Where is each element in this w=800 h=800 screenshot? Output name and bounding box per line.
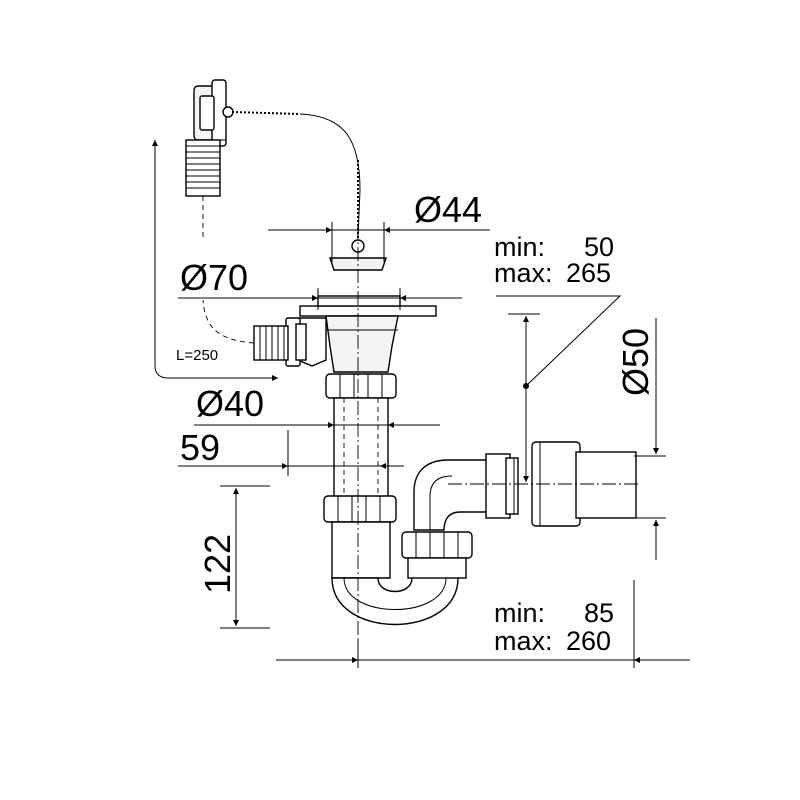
dim-range-top: min: 50 max: 265 [494,232,622,482]
dim-122: 122 [197,485,270,629]
dim-122-label: 122 [197,534,238,594]
range-top-max-value: 265 [566,258,611,288]
range-top-min-value: 50 [584,232,614,262]
range-bottom-min-label: min: [494,598,545,628]
dim-59-label: 59 [180,427,220,468]
range-bottom-min-value: 85 [584,598,614,628]
sink-waste [285,295,437,373]
u-trap [331,521,473,626]
dim-d44: Ø44 [268,189,490,262]
outlet-elbow [413,453,519,531]
trap-nut [323,495,397,523]
overflow-head [190,79,234,147]
overflow-hose-horizontal [202,299,289,361]
dim-d50-label: Ø50 [615,328,656,396]
tail-pipe [333,397,389,499]
dim-hose-length: L=250 [152,140,278,381]
waste-nut [325,373,397,399]
dim-d50: Ø50 [615,318,666,560]
dim-d40-label: Ø40 [196,383,264,424]
dim-d70: Ø70 [178,257,462,310]
dim-hose-length-label: L=250 [176,347,218,364]
range-bottom-max-value: 260 [566,626,611,656]
range-bottom-max-label: max: [494,626,553,656]
dim-59: 59 [178,427,404,476]
range-top-min-label: min: [494,232,545,262]
dim-range-bottom: min: 85 max: 260 [276,580,690,668]
dim-d44-label: Ø44 [414,189,482,230]
wall-connector [531,441,637,527]
range-top-max-label: max: [494,258,553,288]
plug-chain [231,111,365,253]
dim-d70-label: Ø70 [180,257,248,298]
overflow-hose-vertical [185,139,221,238]
center-lines [357,225,640,640]
dim-d40: Ø40 [194,383,440,428]
